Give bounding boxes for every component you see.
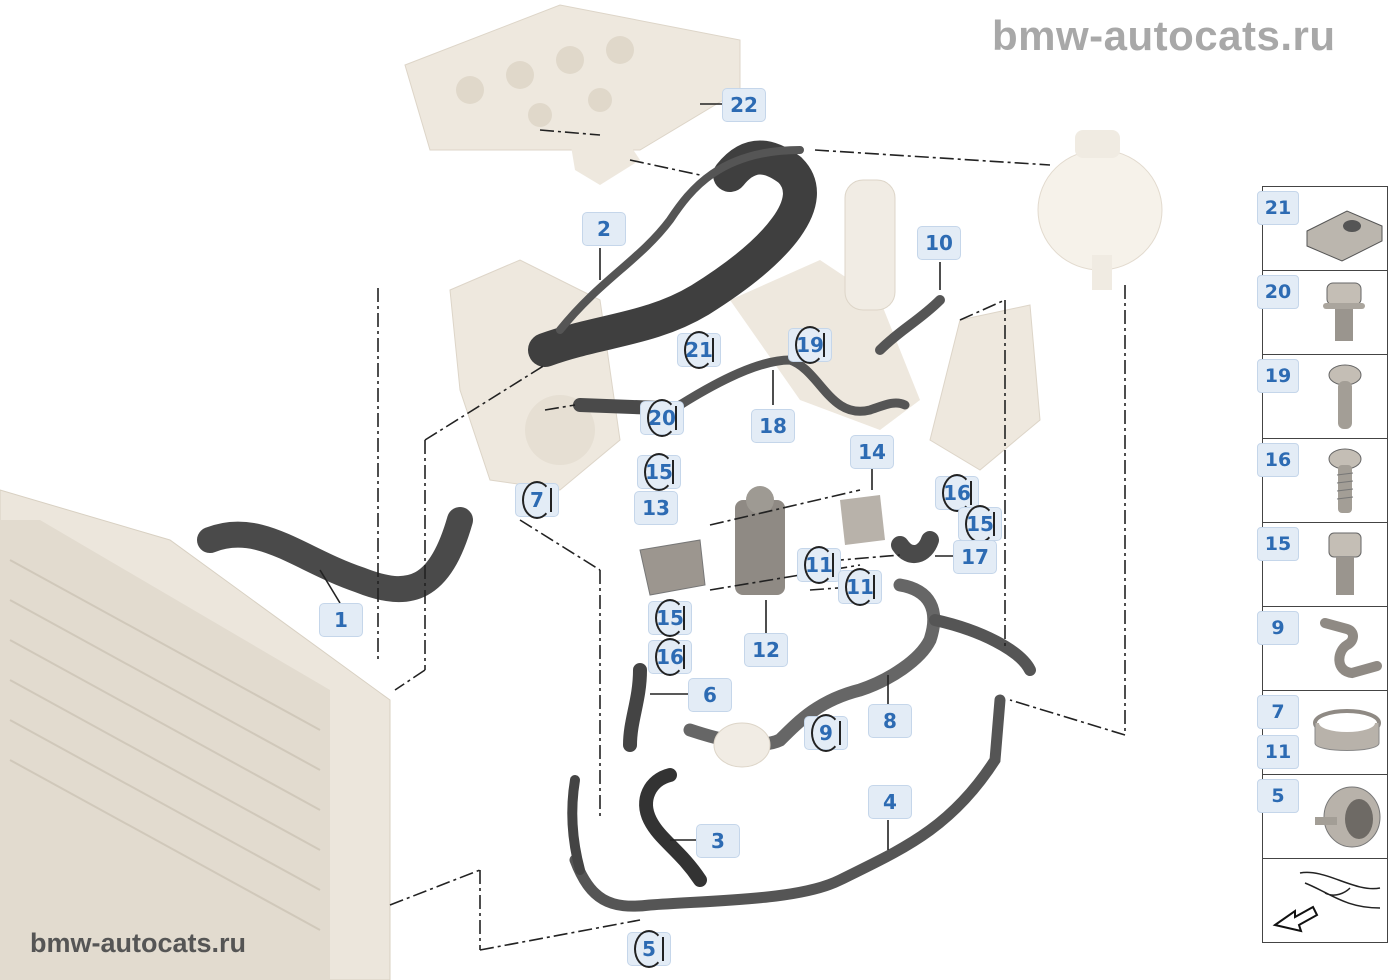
hose-holder-icon	[1320, 618, 1382, 679]
callout-20[interactable]: 20	[640, 399, 684, 437]
leader-lines	[319, 103, 1126, 951]
cylinder-head-illustration	[404, 4, 741, 185]
callout-15[interactable]: 15	[958, 505, 1002, 543]
parts-legend: 21 20 19 16 15 9 7 11 5	[1257, 186, 1388, 943]
legend-item-hex-bolt-collar[interactable]: 20	[1257, 271, 1387, 355]
hex-bolt-icon	[1328, 532, 1362, 595]
hose-clamp-icon	[1313, 709, 1381, 751]
self-tapping-screw-icon	[1328, 448, 1362, 513]
engine-block-illustration	[449, 179, 1041, 491]
legend-number: 20	[1257, 275, 1299, 309]
legend-item-hex-bolt[interactable]: 15	[1257, 523, 1387, 607]
callout-15[interactable]: 15	[648, 599, 692, 637]
callout-10[interactable]: 10	[917, 226, 961, 260]
legend-number: 11	[1257, 735, 1299, 769]
callout-6[interactable]: 6	[688, 678, 732, 712]
legend-number: 9	[1257, 611, 1299, 645]
legend-number: 5	[1257, 779, 1299, 813]
vehicle-location-arrow-icon	[1272, 871, 1381, 933]
legend-item-quick-connector[interactable]: 5	[1257, 775, 1387, 859]
callout-18[interactable]: 18	[751, 409, 795, 443]
torx-screw-icon	[1328, 364, 1362, 429]
callout-14[interactable]: 14	[850, 435, 894, 469]
legend-item-torx-screw[interactable]: 19	[1257, 355, 1387, 439]
spring-nut-icon	[1306, 210, 1383, 262]
legend-number: 15	[1257, 527, 1299, 561]
legend-number: 21	[1257, 191, 1299, 225]
callout-12[interactable]: 12	[744, 633, 788, 667]
callout-21[interactable]: 21	[677, 331, 721, 369]
callout-7[interactable]: 7	[515, 481, 559, 519]
valve-and-brackets	[639, 486, 885, 768]
legend-item-vehicle-location[interactable]	[1263, 859, 1387, 942]
watermark-bottom: bmw-autocats.ru	[30, 928, 247, 958]
callout-11[interactable]: 11	[838, 568, 882, 606]
watermark-top: bmw-autocats.ru	[992, 12, 1336, 59]
callout-8[interactable]: 8	[868, 704, 912, 738]
legend-item-self-tapping-screw[interactable]: 16	[1257, 439, 1387, 523]
legend-item-hose-holder[interactable]: 9	[1257, 607, 1387, 691]
callout-13[interactable]: 13	[634, 491, 678, 525]
callout-4[interactable]: 4	[868, 785, 912, 819]
callout-2[interactable]: 2	[582, 212, 626, 246]
quick-connector-icon	[1315, 786, 1381, 848]
callout-17[interactable]: 17	[953, 540, 997, 574]
legend-number: 19	[1257, 359, 1299, 393]
callout-16[interactable]: 16	[935, 474, 979, 512]
callout-16[interactable]: 16	[648, 638, 692, 676]
callout-1[interactable]: 1	[319, 603, 363, 637]
legend-item-spring-nut[interactable]: 21	[1257, 187, 1387, 271]
callout-15[interactable]: 15	[637, 453, 681, 491]
legend-number: 7	[1257, 695, 1299, 729]
callout-22[interactable]: 22	[722, 88, 766, 122]
callout-9[interactable]: 9	[804, 714, 848, 752]
legend-item-hose-clamp[interactable]: 7 11	[1257, 691, 1387, 775]
expansion-tank-illustration	[1037, 130, 1163, 290]
radiator-illustration	[0, 489, 391, 980]
legend-number: 16	[1257, 443, 1299, 477]
hex-collar-bolt-icon	[1323, 282, 1365, 341]
callout-19[interactable]: 19	[788, 326, 832, 364]
callout-11[interactable]: 11	[797, 546, 841, 584]
callout-5[interactable]: 5	[627, 930, 671, 968]
callout-3[interactable]: 3	[696, 824, 740, 858]
